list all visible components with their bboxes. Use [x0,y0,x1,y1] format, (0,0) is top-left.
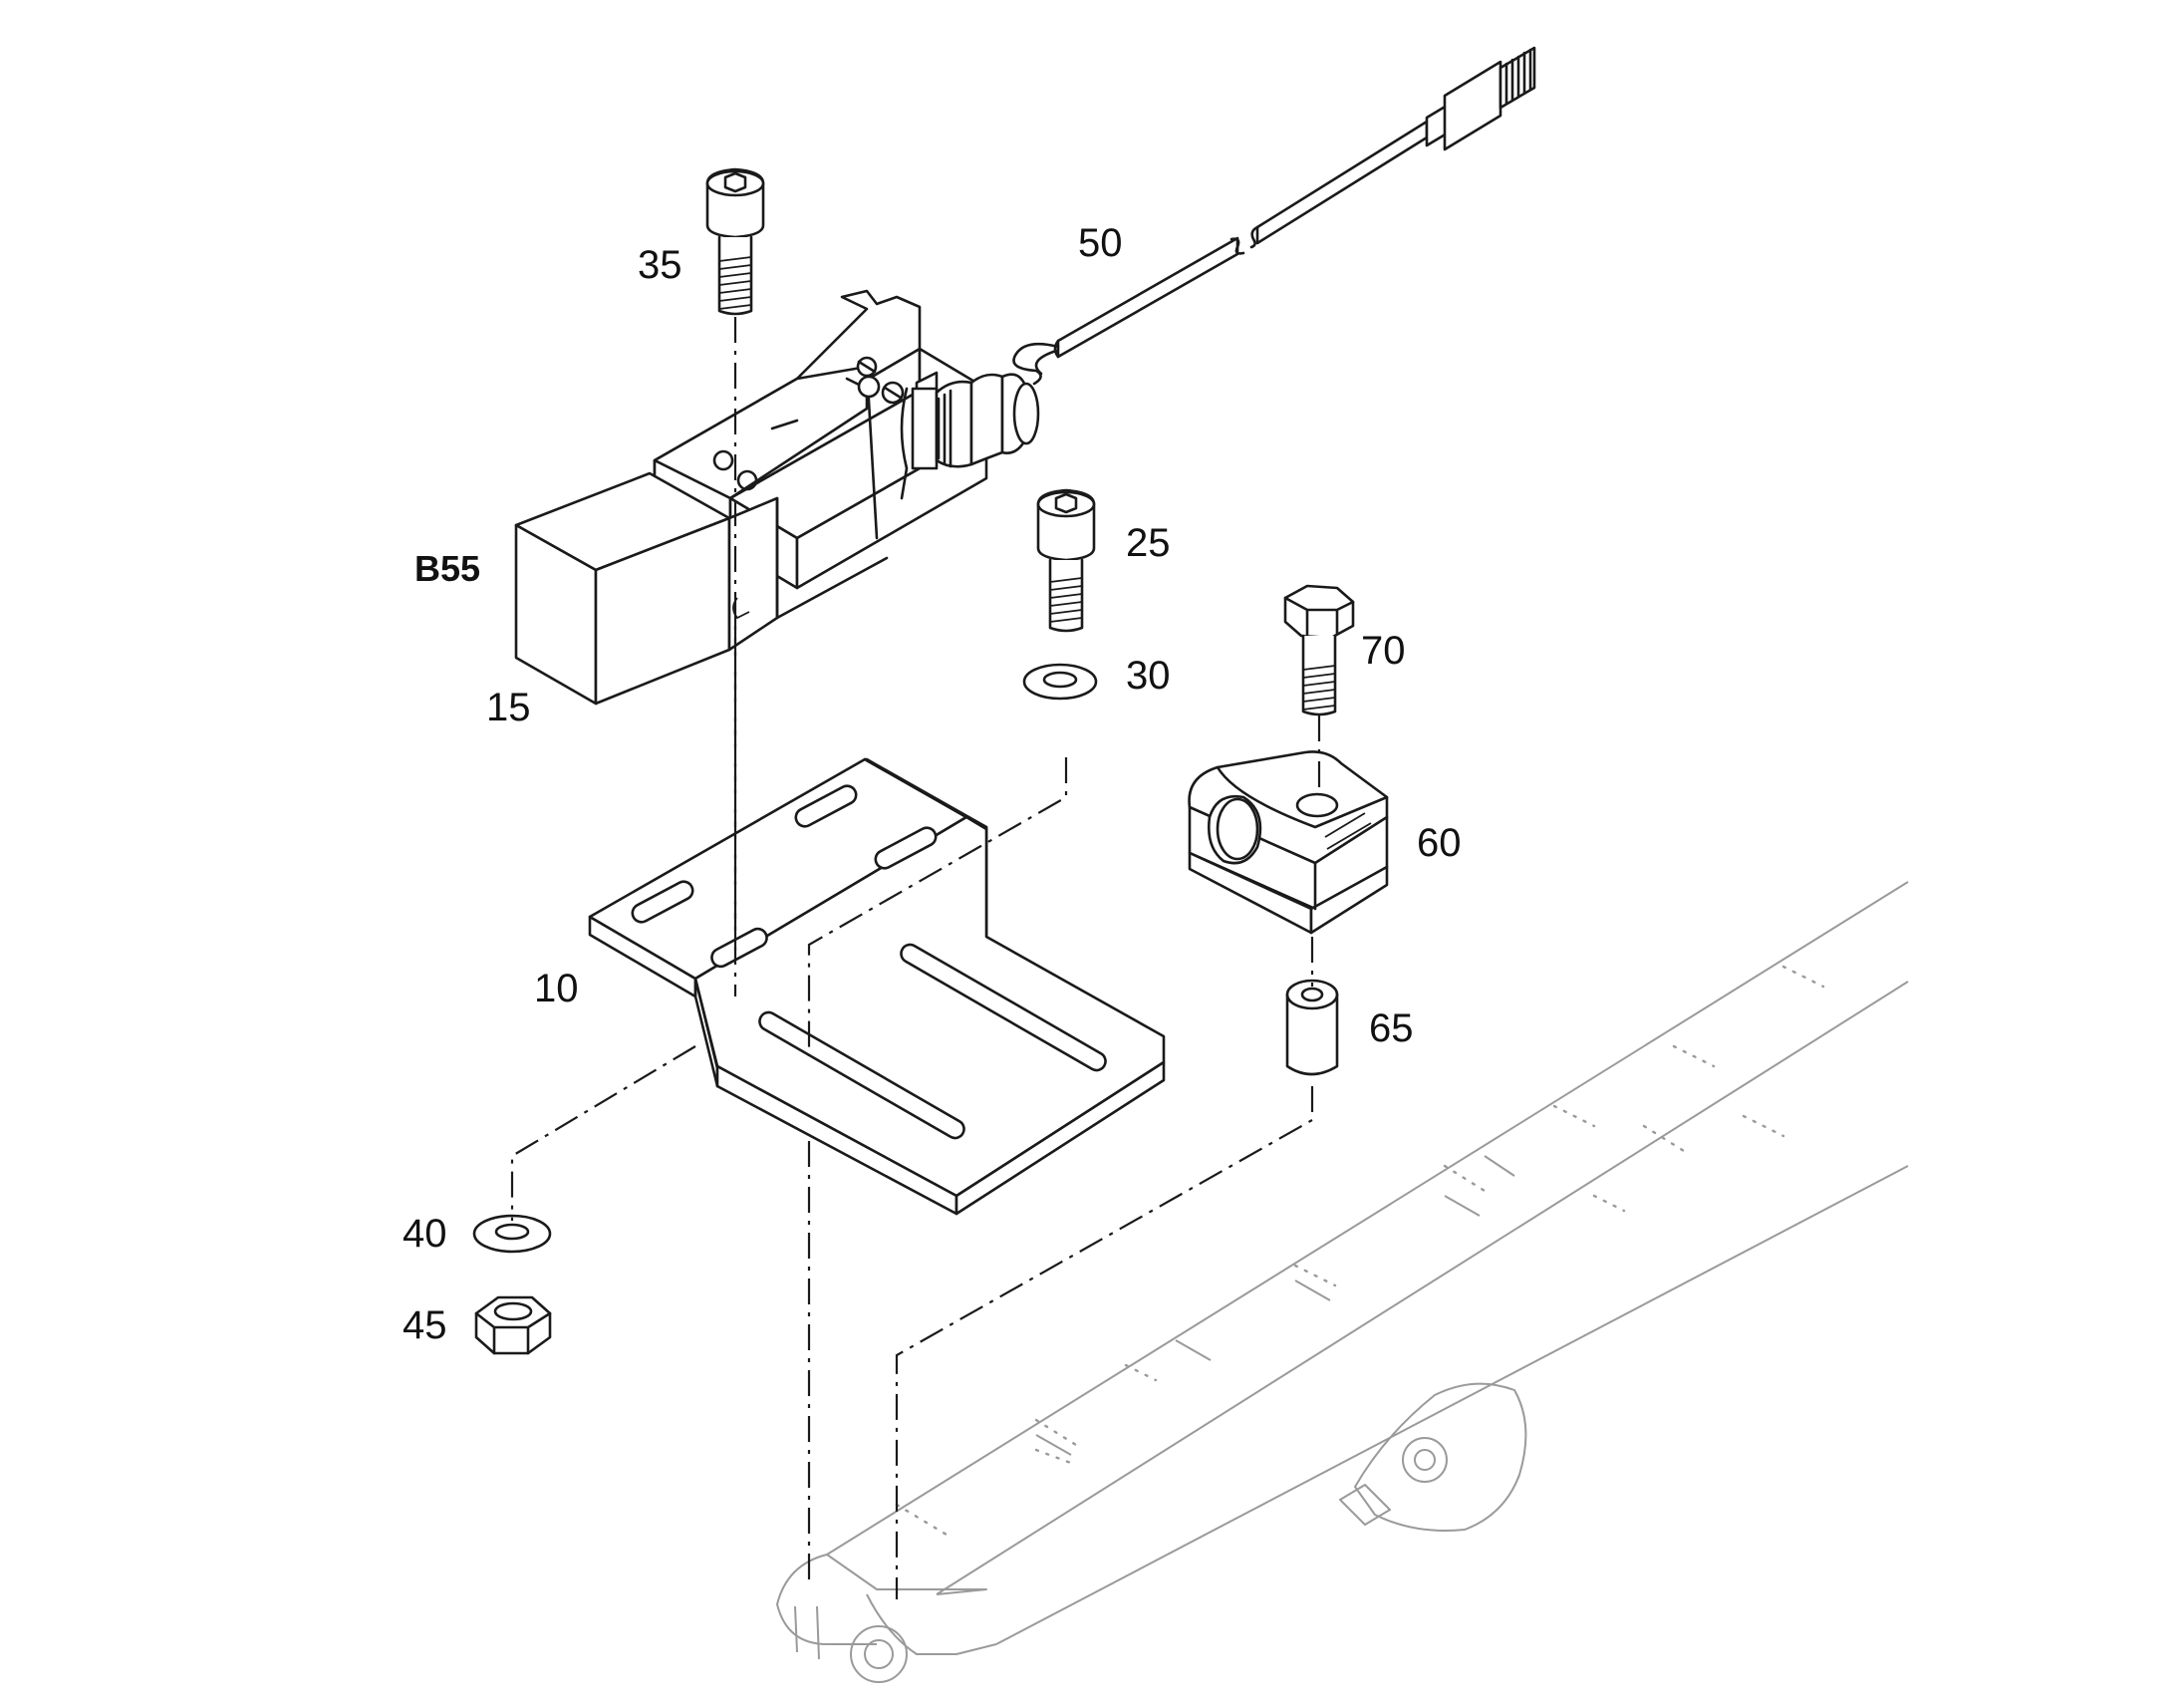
callout-65: 65 [1369,1006,1414,1050]
washer-40 [472,1214,552,1254]
callout-15: 15 [486,686,531,729]
callout-25: 25 [1126,521,1171,565]
callout-30: 30 [1126,654,1171,698]
clamp-block-60 [1188,750,1389,935]
washer-30 [1022,663,1098,701]
callout-10: 10 [534,967,579,1010]
boom-arm [776,881,1909,1683]
assembly-lines [510,317,1321,1599]
cable-50 [1012,46,1536,386]
callout-35: 35 [638,243,682,287]
sensor-b55 [514,289,1040,706]
screw-35 [705,167,765,316]
hex-bolt-70 [1283,584,1355,716]
callout-50: 50 [1078,221,1123,265]
spacer-65 [1285,979,1339,1076]
bracket-10 [588,757,1166,1216]
nut-45 [474,1295,552,1355]
callout-70: 70 [1361,629,1406,673]
callout-45: 45 [403,1303,447,1347]
screw-25 [1036,488,1096,633]
callout-60: 60 [1417,821,1462,865]
callout-40: 40 [403,1212,447,1256]
callout-b55: B55 [414,548,481,589]
